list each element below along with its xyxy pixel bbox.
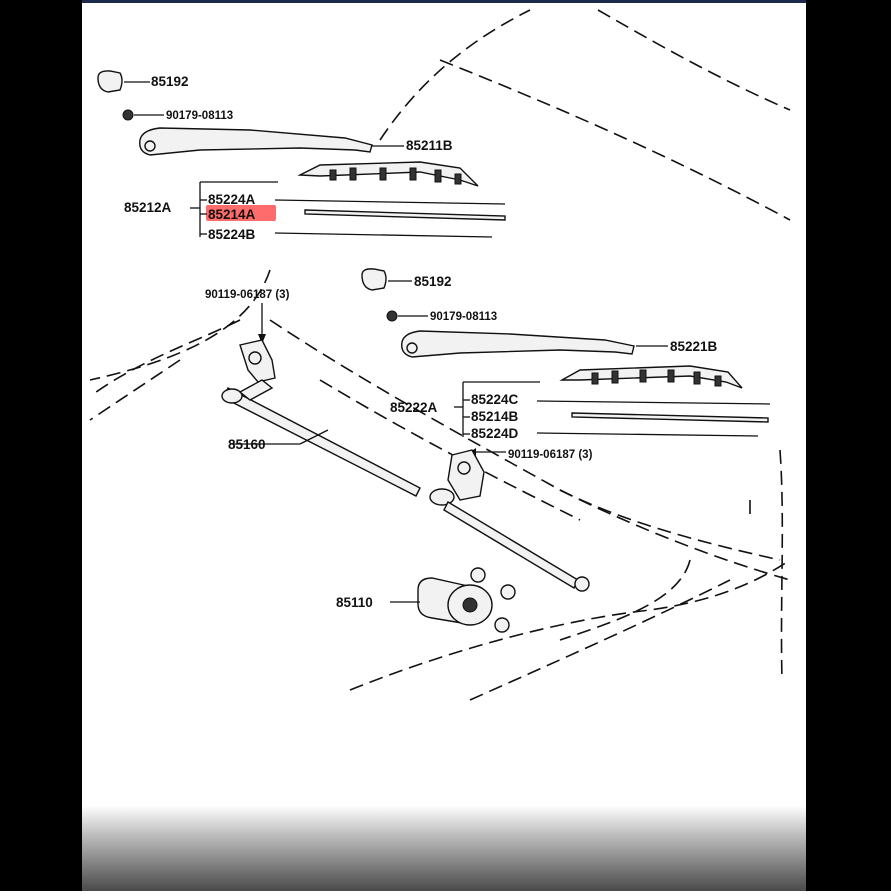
label-arm-right: 85221B [670,339,718,354]
cap-right-icon [361,268,387,291]
left-border [0,0,82,891]
label-bolt-left: 90119-06187 (3) [205,289,290,301]
wiper-arm-right-icon [401,330,635,358]
right-wiper-group: 85192 90179-08113 85221B 85222A 85224C 8… [361,268,771,461]
label-bolt-right: 90119-06187 (3) [508,449,593,461]
label-rubber-left-a: 85224A [208,192,256,207]
left-wiper-group: 85192 90179-08113 85211B 85212A 85224A 8… [97,70,506,344]
nut-right-icon [386,310,398,322]
bottom-fade [82,805,806,891]
cap-left-icon [97,70,123,93]
label-linkage: 85160 [228,437,266,452]
car-body-outline [89,9,791,701]
pivot-right-icon [447,449,485,501]
right-border [806,0,891,891]
refill-right-icon [571,412,769,423]
label-motor: 85110 [336,595,373,610]
refill-left-icon [304,209,506,221]
label-cap-right: 85192 [414,274,452,289]
nut-left-icon [122,109,134,121]
label-rubber-right-c: 85224C [471,392,519,407]
wiper-arm-left-icon [139,127,373,156]
label-blade-left: 85212A [124,200,172,215]
wiper-linkage-group: 85160 [221,339,590,592]
label-rubber-left-b: 85224B [208,227,256,242]
label-blade-right: 85222A [390,400,438,415]
label-arm-left: 85211B [406,138,453,153]
label-nut-right: 90179-08113 [430,311,497,323]
label-nut-left: 90179-08113 [166,110,233,122]
label-refill-left: 85214A [208,207,256,222]
wiper-motor-group: 85110 [336,567,516,633]
label-refill-right: 85214B [471,409,519,424]
refill-highlight [206,205,276,221]
label-cap-left: 85192 [151,74,189,89]
label-rubber-right-d: 85224D [471,426,519,441]
